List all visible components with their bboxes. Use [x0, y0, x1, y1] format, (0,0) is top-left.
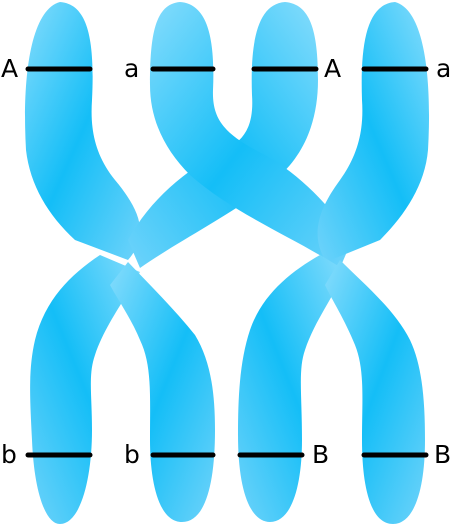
label-bottom-right-outer: B	[434, 440, 451, 469]
label-bottom-right-inner: B	[312, 440, 329, 469]
right-chromosome-lower-outer-arm	[325, 260, 425, 524]
left-chromosome-lower-inner-arm	[110, 262, 215, 522]
right-chromosome-upper-outer-arm	[317, 2, 430, 262]
left-chromosome-upper-outer-arm	[25, 2, 141, 260]
label-bottom-left-inner: b	[124, 440, 140, 469]
label-bottom-left-outer: b	[1, 440, 17, 469]
label-top-right-outer: a	[436, 54, 451, 83]
label-top-right-inner: A	[324, 54, 341, 83]
label-top-left-inner: a	[124, 54, 139, 83]
locus-labels: A a A a b b B B	[1, 54, 451, 469]
locus-bands	[25, 66, 429, 458]
label-top-left-outer: A	[1, 54, 18, 83]
right-chromosome-lower-inner-arm	[238, 255, 345, 522]
